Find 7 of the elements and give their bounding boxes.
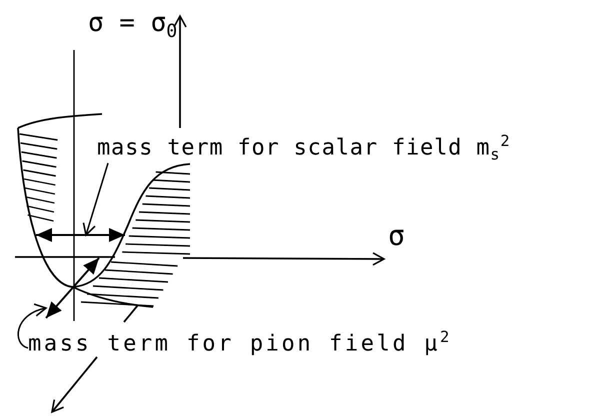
- annotation-text: mass term for pion field μ$^{2}$: [28, 330, 452, 356]
- leader-line: [82, 162, 109, 236]
- double-arrow: [36, 228, 125, 242]
- double-arrow: [45, 257, 100, 319]
- axis-label: σ = σ$_{0}$: [88, 10, 178, 42]
- leader-line: [18, 304, 47, 349]
- axis-label: σ: [388, 222, 405, 250]
